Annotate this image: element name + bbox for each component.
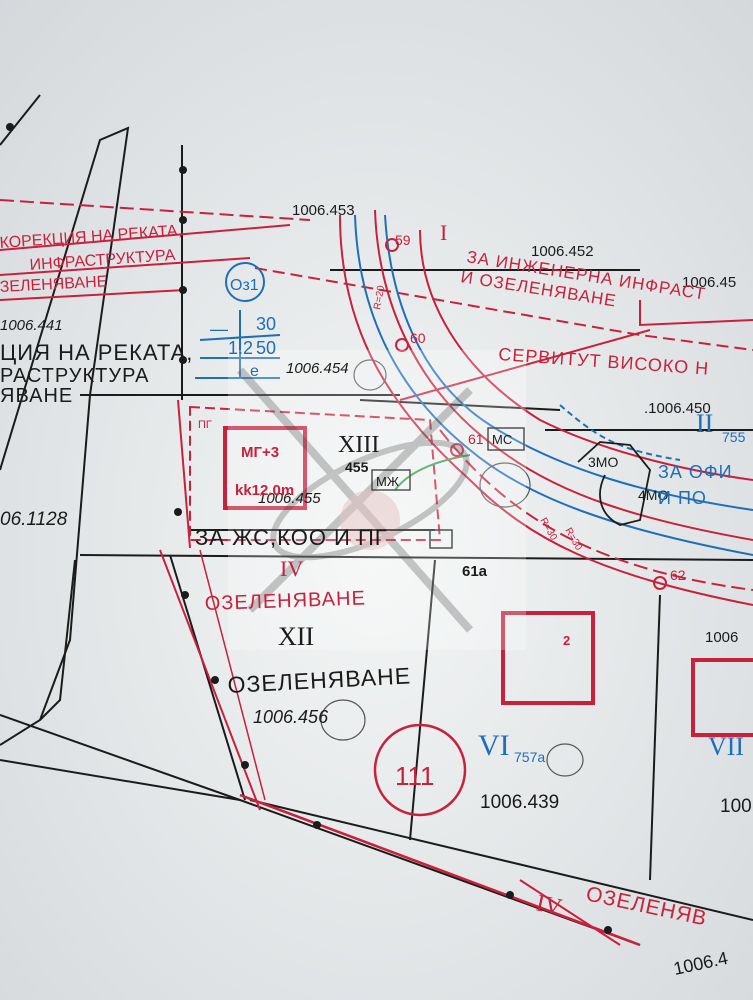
zone-e: е — [250, 363, 259, 380]
street-axes — [195, 214, 753, 556]
point-61a: 61а — [462, 563, 488, 580]
green-axis — [394, 454, 471, 491]
plot-number-ellipses — [320, 359, 584, 777]
plot-755: 755 — [722, 429, 746, 445]
label-pg: ПГ — [198, 419, 212, 431]
parcel-id-1006-456: 1006.456 — [253, 707, 329, 727]
roman-vii: VII — [708, 732, 744, 761]
roman-i: I — [440, 220, 447, 245]
point-62: 62 — [670, 567, 686, 583]
label-4mo: 4МО — [638, 487, 668, 503]
block-111-circle — [373, 723, 467, 817]
left-zone-text-2: РАСТРУКТУРА — [0, 365, 149, 387]
radius-20: R=20 — [372, 284, 387, 310]
parcel-id-1006-right: 1006 — [705, 629, 738, 646]
zone-density-1-2: 1.2 — [228, 338, 253, 358]
zone-za-ofi: ЗА ОФИ — [658, 462, 733, 482]
building-mg3: МГ+3 — [241, 444, 279, 461]
label-3mo: 3МО — [588, 454, 618, 470]
survey-points — [385, 238, 667, 590]
plot-455: 455 — [345, 459, 369, 475]
parcel-id-1006-454: 1006.454 — [286, 360, 349, 377]
roman-xii: XII — [278, 622, 314, 651]
roman-iv-struck: IV — [280, 556, 303, 581]
point-61: 61 — [468, 431, 484, 447]
parcel-id-1006-450: .1006.450 — [644, 400, 711, 417]
label-ms: МС — [492, 432, 512, 447]
parcel-id-1006-45x: 1006.45 — [682, 274, 736, 291]
zone-dash: — — [210, 319, 228, 339]
mo-polygon — [577, 441, 651, 526]
zone-zhs-koo-pg: ЗА ЖС,КОО И ПГ — [195, 525, 388, 550]
parcel-id-1006-453: 1006.453 — [292, 202, 355, 219]
parcel-id-1006-441: 1006.441 — [0, 317, 63, 334]
parcel-id-1006-1128: 06.1128 — [0, 509, 68, 530]
left-zone-text-3: ЯВАНЕ — [0, 385, 73, 407]
struck-text-3: ЗЕЛЕНЯВАНЕ — [0, 273, 108, 296]
watermark-logo — [228, 350, 526, 650]
zone-circle — [225, 262, 265, 302]
boundary-dots — [6, 123, 612, 934]
building-kk12: kk12.0m — [235, 482, 294, 499]
parcel-id-1006-452: 1006.452 — [531, 243, 594, 260]
plot-757a: 757а — [514, 749, 545, 765]
label-mzh: МЖ — [376, 474, 399, 489]
zone-height-30: 30 — [256, 314, 276, 334]
zone-code-oz1: Оз1 — [230, 277, 259, 294]
roman-ii: II — [696, 409, 713, 438]
roman-vi: VI — [478, 729, 510, 762]
roman-xiii: XIII — [338, 432, 379, 458]
roman-iv-bottom: IV — [534, 890, 565, 921]
parcel-id-1006-439: 1006.439 — [480, 792, 559, 813]
block-111: 111 — [395, 761, 435, 791]
point-60: 60 — [410, 330, 426, 346]
building-2: 2 — [563, 633, 570, 648]
zone-i-po: И ПО — [658, 488, 707, 508]
buildings — [223, 426, 753, 737]
parcel-id-100-right: 100 — [720, 796, 752, 817]
point-59: 59 — [395, 232, 411, 248]
small-boxes — [371, 427, 525, 549]
parcel-id-1006-455: 1006.455 — [258, 490, 321, 507]
left-zone-text-1: ЦИЯ НА РЕКАТА, — [0, 340, 193, 365]
zone-green-50: 50 — [256, 338, 276, 358]
